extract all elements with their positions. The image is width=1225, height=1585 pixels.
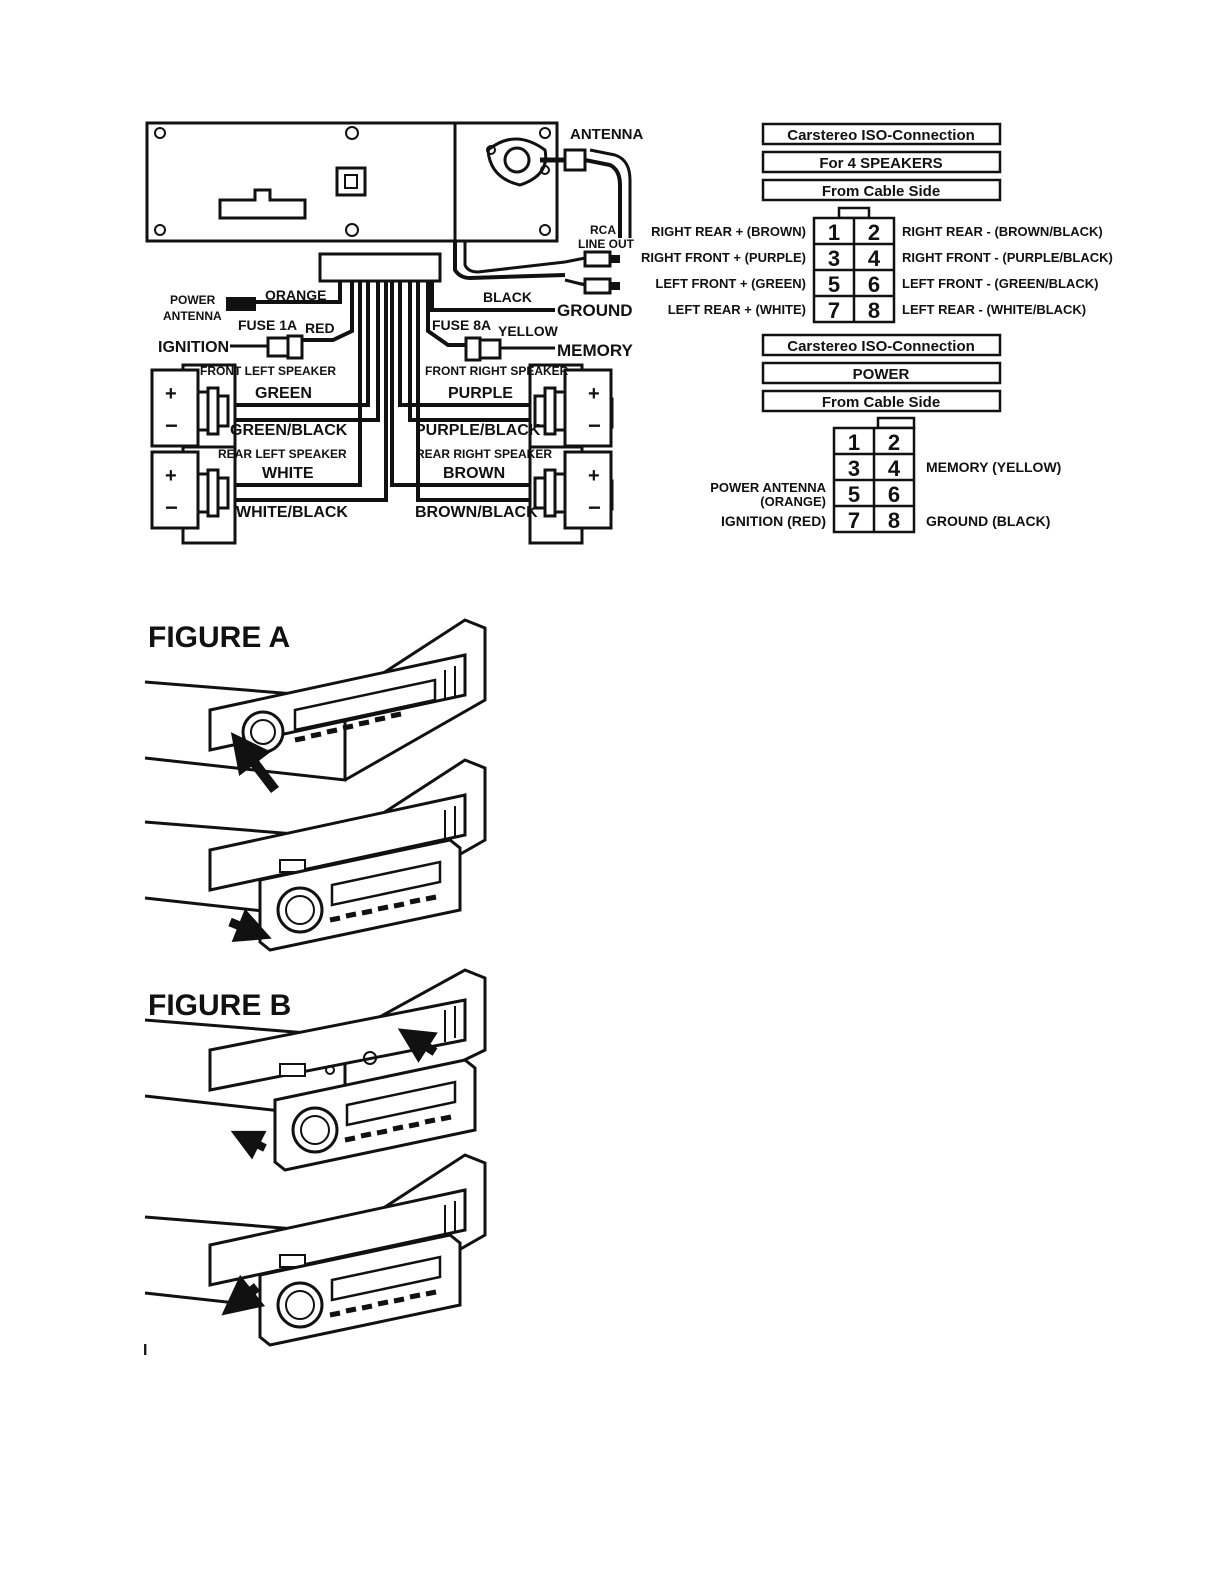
spk-left-label-4: LEFT REAR + (WHITE) (668, 302, 806, 317)
figure-a-title: FIGURE A (148, 621, 290, 654)
iso-speaker-connector: Carstereo ISO-Connection For 4 SPEAKERS … (641, 122, 1113, 324)
rl-plus: + (165, 465, 177, 487)
fr-minus: − (588, 413, 601, 438)
fl-plus: + (165, 383, 177, 405)
red-wire-label: RED (305, 320, 335, 336)
footer-mark: I (143, 1342, 147, 1359)
arrow-icon (228, 908, 272, 943)
pwr-pin-6: 6 (888, 482, 900, 507)
ignition-label: IGNITION (158, 339, 229, 356)
pwr-pin-1: 1 (848, 430, 860, 455)
iso-power-title-3: From Cable Side (822, 394, 940, 411)
arrow-icon (397, 1028, 438, 1063)
pwr-memory-label: MEMORY (YELLOW) (926, 459, 1061, 475)
wiring-diagram: + − + − + − + − ANTENNA RCA LINE OUT BLA… (145, 121, 643, 545)
spk-pin-7: 7 (828, 298, 840, 323)
fuse-8a-label: FUSE 8A (432, 317, 491, 333)
spk-right-label-2: RIGHT FRONT - (PURPLE/BLACK) (902, 250, 1113, 265)
spk-right-label-3: LEFT FRONT - (GREEN/BLACK) (902, 276, 1098, 291)
figure-b-title: FIGURE B (148, 989, 291, 1022)
white-black-label: WHITE/BLACK (236, 504, 348, 521)
fr-plus: + (588, 383, 600, 405)
power-antenna-label-1: POWER (170, 293, 216, 307)
pwr-pin-7: 7 (848, 508, 860, 533)
green-black-label: GREEN/BLACK (230, 422, 348, 439)
pwr-ignition-label: IGNITION (RED) (721, 513, 826, 529)
spk-right-label-1: RIGHT REAR - (BROWN/BLACK) (902, 224, 1103, 239)
yellow-wire-label: YELLOW (498, 323, 559, 339)
memory-label: MEMORY (557, 341, 634, 360)
ground-label: GROUND (557, 301, 633, 320)
arrow-icon (230, 732, 279, 794)
white-label: WHITE (262, 465, 314, 482)
spk-pin-1: 1 (828, 220, 840, 245)
rr-minus: − (588, 495, 601, 520)
figure-a-illustration (144, 618, 487, 950)
purple-black-label: PURPLE/BLACK (415, 422, 541, 439)
pwr-ground-label: GROUND (BLACK) (926, 513, 1050, 529)
purple-label: PURPLE (448, 385, 513, 402)
pwr-pin-8: 8 (888, 508, 900, 533)
brown-black-label: BROWN/BLACK (415, 504, 538, 521)
pwr-pin-4: 4 (888, 456, 901, 481)
iso-power-title-2: POWER (853, 366, 910, 383)
spk-pin-3: 3 (828, 246, 840, 271)
rr-plus: + (588, 465, 600, 487)
black-wire-label: BLACK (483, 289, 532, 305)
iso-speakers-title-3: From Cable Side (822, 183, 940, 200)
iso-power-connector: Carstereo ISO-Connection POWER From Cabl… (710, 333, 1061, 534)
pwr-power-antenna-label-2: (ORANGE) (760, 494, 826, 509)
wire-harness-connector (318, 252, 442, 283)
pwr-power-antenna-label-1: POWER ANTENNA (710, 480, 826, 495)
fuse-1a-label: FUSE 1A (238, 317, 297, 333)
green-label: GREEN (255, 385, 312, 402)
arrow-icon (221, 1274, 266, 1316)
antenna-label: ANTENNA (570, 126, 643, 143)
front-right-speaker-label: FRONT RIGHT SPEAKER (425, 364, 569, 378)
rl-minus: − (165, 495, 178, 520)
spk-left-label-3: LEFT FRONT + (GREEN) (655, 276, 806, 291)
brown-label: BROWN (443, 465, 505, 482)
power-antenna-label-2: ANTENNA (163, 309, 222, 323)
rca-label-1: RCA (590, 223, 616, 237)
iso-speakers-title-1: Carstereo ISO-Connection (787, 127, 975, 144)
pwr-pin-5: 5 (848, 482, 860, 507)
iso-power-title-1: Carstereo ISO-Connection (787, 338, 975, 355)
spk-pin-6: 6 (868, 272, 880, 297)
front-left-speaker-label: FRONT LEFT SPEAKER (200, 364, 336, 378)
spk-left-label-2: RIGHT FRONT + (PURPLE) (641, 250, 806, 265)
spk-pin-8: 8 (868, 298, 880, 323)
rear-left-speaker-label: REAR LEFT SPEAKER (218, 447, 347, 461)
spk-pin-4: 4 (868, 246, 881, 271)
fl-minus: − (165, 413, 178, 438)
spk-right-label-4: LEFT REAR - (WHITE/BLACK) (902, 302, 1086, 317)
iso-speakers-title-2: For 4 SPEAKERS (819, 155, 942, 172)
pwr-pin-2: 2 (888, 430, 900, 455)
arrow-icon (230, 1130, 267, 1160)
spk-pin-5: 5 (828, 272, 840, 297)
orange-wire-label: ORANGE (265, 287, 326, 303)
pwr-pin-3: 3 (848, 456, 860, 481)
figure-b-illustration (144, 968, 487, 1345)
rear-right-speaker-label: REAR RIGHT SPEAKER (416, 447, 552, 461)
spk-left-label-1: RIGHT REAR + (BROWN) (651, 224, 806, 239)
spk-pin-2: 2 (868, 220, 880, 245)
rca-label-2: LINE OUT (578, 237, 635, 251)
